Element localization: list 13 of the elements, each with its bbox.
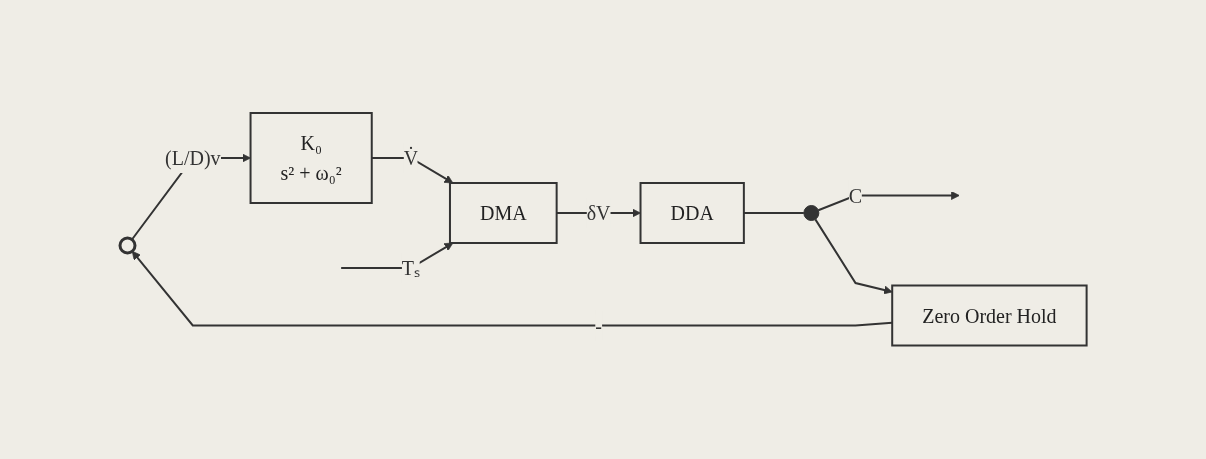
edge-label: V̇ <box>403 147 418 170</box>
edge-label: - <box>594 314 602 337</box>
edge-label: C <box>848 184 862 207</box>
node-box: Zero Order Hold <box>890 284 1088 347</box>
arrow <box>817 191 960 212</box>
edge-label: δV <box>586 202 611 225</box>
node-box: DMA <box>448 182 558 245</box>
edge-label: Tₛ <box>401 257 420 280</box>
node-box: DDA <box>639 182 745 245</box>
node-circle <box>803 205 820 222</box>
node-box: K₀ s² + ω₀² <box>249 112 373 205</box>
node-circle <box>118 236 137 255</box>
edge-label: (L/D)v <box>164 147 221 170</box>
